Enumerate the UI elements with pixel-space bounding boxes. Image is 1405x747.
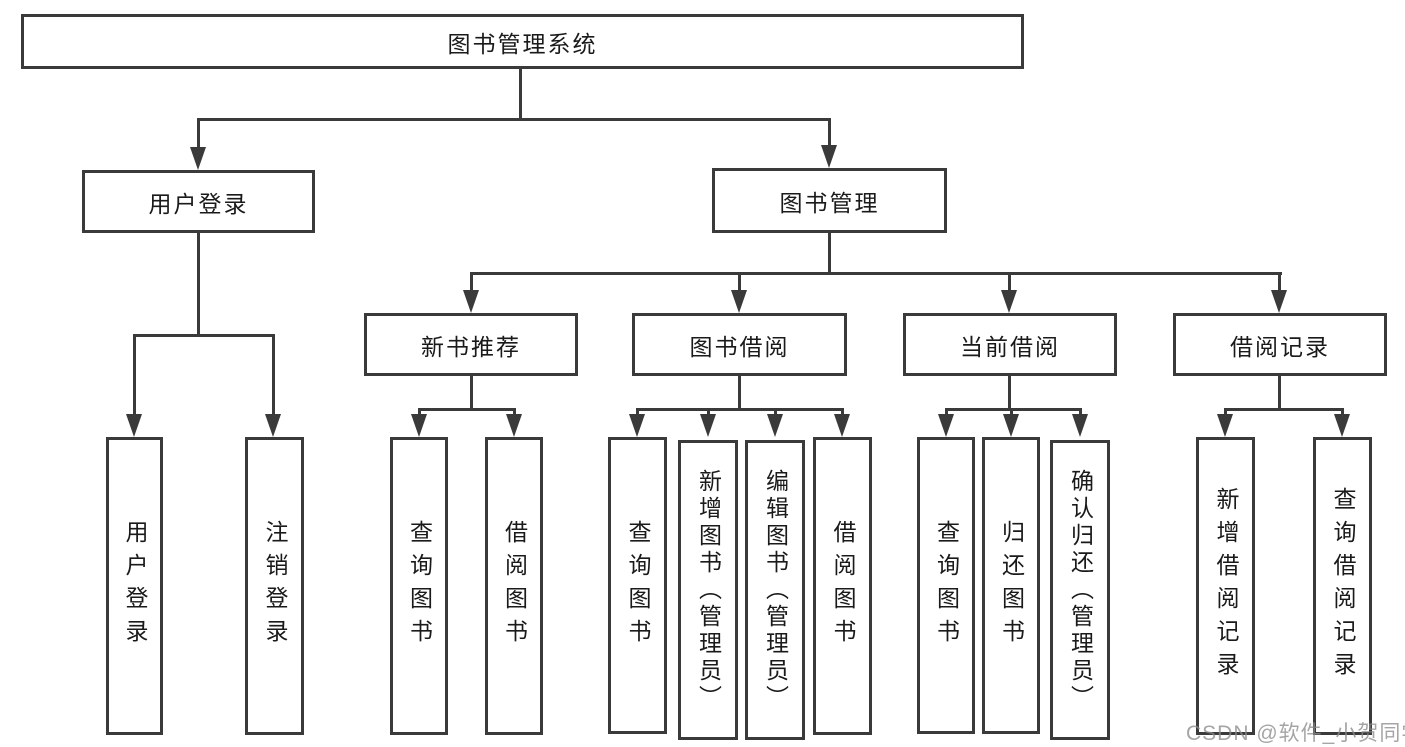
- arrow-down-icon: [1217, 414, 1233, 437]
- leaf-query-borrow-record: 查询借阅记录: [1313, 437, 1372, 735]
- node-label: 图书管理系统: [447, 30, 598, 57]
- connector-to-leaf: [133, 334, 136, 419]
- leaf-query-books-3: 查询图书: [917, 437, 975, 734]
- node-user-login: 用户登录: [82, 170, 315, 233]
- node-label: 借阅记录: [1230, 333, 1330, 360]
- leaf-borrow-books-2: 借阅图书: [813, 437, 872, 735]
- connector-branch: [418, 408, 516, 411]
- arrow-down-icon: [411, 414, 427, 437]
- leaf-label: 新增借阅记录: [1213, 487, 1239, 685]
- connector-mgmt-stem: [828, 231, 831, 274]
- leaf-query-books-2: 查询图书: [608, 437, 667, 734]
- csdn-watermark: CSDN @软件_小贺同学: [1186, 722, 1405, 745]
- connector-root-branch: [197, 118, 831, 121]
- connector-to-leaf: [738, 272, 741, 294]
- leaf-logout: 注销登录: [245, 437, 304, 735]
- connector-login-branch: [133, 334, 274, 337]
- leaf-add-books-admin: 新增图书（管理员）: [678, 440, 738, 740]
- arrow-down-icon: [1271, 290, 1287, 313]
- arrow-down-icon: [1001, 290, 1017, 313]
- node-current-borrowing: 当前借阅: [903, 313, 1117, 376]
- arrow-down-icon: [1072, 414, 1088, 437]
- leaf-label: 新增图书（管理员）: [695, 468, 722, 712]
- connector-to-book-management: [828, 118, 831, 152]
- connector-to-leaf: [470, 272, 473, 294]
- node-borrowing-records: 借阅记录: [1173, 313, 1387, 376]
- arrow-down-icon: [126, 414, 142, 437]
- node-label: 图书管理: [779, 189, 880, 216]
- arrow-down-icon: [190, 147, 206, 170]
- leaf-edit-books-admin: 编辑图书（管理员）: [745, 440, 805, 740]
- connector-stem: [738, 374, 741, 410]
- connector-stem: [1008, 374, 1011, 410]
- connector-login-stem: [197, 231, 200, 336]
- leaf-label: 借阅图书: [501, 520, 528, 652]
- connector-to-leaf: [1008, 272, 1011, 294]
- arrow-down-icon: [700, 414, 716, 437]
- node-book-management: 图书管理: [712, 168, 947, 233]
- arrow-down-icon: [821, 145, 837, 168]
- connector-branch: [945, 408, 1082, 411]
- arrow-down-icon: [1003, 414, 1019, 437]
- leaf-user-login: 用户登录: [106, 437, 163, 735]
- leaf-return-books: 归还图书: [982, 437, 1040, 734]
- leaf-label: 编辑图书（管理员）: [762, 468, 789, 712]
- connector-to-user-login: [197, 118, 200, 154]
- node-label: 用户登录: [148, 190, 249, 217]
- connector-root-stem: [519, 66, 522, 120]
- node-book-borrowing: 图书借阅: [632, 313, 847, 376]
- arrow-down-icon: [463, 290, 479, 313]
- node-library-management-system: 图书管理系统: [21, 14, 1024, 69]
- arrow-down-icon: [265, 414, 281, 437]
- node-label: 图书借阅: [689, 333, 790, 360]
- arrow-down-icon: [834, 414, 850, 437]
- arrow-down-icon: [506, 414, 522, 437]
- arrow-down-icon: [767, 414, 783, 437]
- connector-branch: [1224, 408, 1344, 411]
- leaf-add-borrow-record: 新增借阅记录: [1196, 437, 1255, 735]
- leaf-confirm-return-admin: 确认归还（管理员）: [1050, 440, 1110, 740]
- arrow-down-icon: [629, 414, 645, 437]
- leaf-label: 查询图书: [933, 519, 960, 652]
- node-label: 当前借阅: [960, 333, 1060, 360]
- connector-stem: [1278, 374, 1281, 410]
- leaf-label: 用户登录: [122, 520, 148, 652]
- connector-to-leaf: [272, 334, 275, 419]
- arrow-down-icon: [731, 290, 747, 313]
- node-new-book-recommend: 新书推荐: [364, 313, 578, 376]
- connector-mgmt-branch: [470, 272, 1282, 275]
- connector-to-leaf: [1278, 272, 1281, 294]
- leaf-borrow-books-1: 借阅图书: [485, 437, 543, 735]
- leaf-label: 查询图书: [406, 520, 433, 652]
- leaf-label: 查询图书: [625, 519, 651, 652]
- arrow-down-icon: [938, 414, 954, 437]
- arrow-down-icon: [1334, 414, 1350, 437]
- leaf-query-books-1: 查询图书: [390, 437, 448, 735]
- leaf-label: 确认归还（管理员）: [1067, 468, 1094, 712]
- leaf-label: 归还图书: [998, 519, 1025, 652]
- leaf-label: 借阅图书: [830, 520, 856, 652]
- leaf-label: 注销登录: [262, 520, 288, 652]
- node-label: 新书推荐: [421, 333, 521, 360]
- leaf-label: 查询借阅记录: [1330, 487, 1356, 685]
- connector-stem: [470, 374, 473, 410]
- connector-branch: [636, 408, 844, 411]
